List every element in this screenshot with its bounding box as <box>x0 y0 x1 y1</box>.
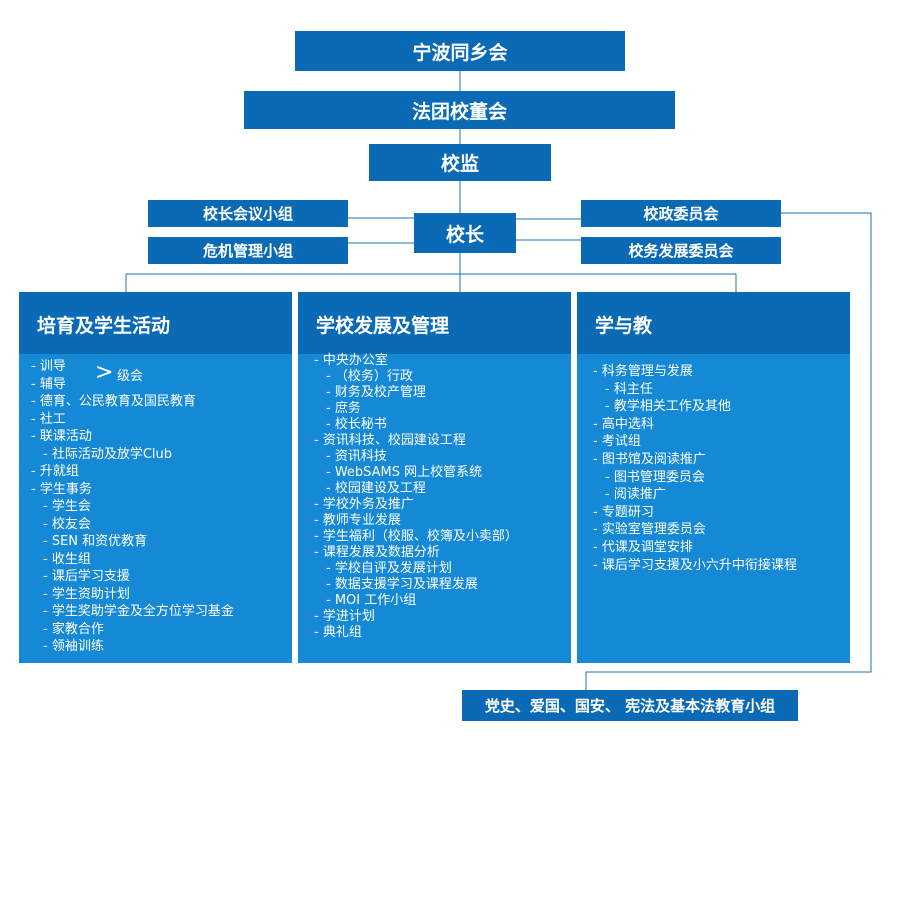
supervisor-box: 校监 <box>369 144 551 181</box>
school-development-committee-label: 校务发展委员会 <box>628 242 734 260</box>
list-item: - 考试组 <box>593 434 641 450</box>
list-item: - 教学相关工作及其他 <box>605 399 731 415</box>
list-item: - 庶务 <box>326 401 361 416</box>
brace-icon: > <box>95 360 114 385</box>
list-item: - 课后学习支援及小六升中衔接课程 <box>593 557 797 573</box>
list-item: - 中央办公室 <box>314 353 388 368</box>
principal-label: 校长 <box>445 223 484 246</box>
list-item: - 高中选科 <box>593 416 654 432</box>
principal-box: 校长 <box>414 213 516 253</box>
list-item: - 资讯科技、校园建设工程 <box>314 433 466 448</box>
list-item: - 德育、公民教育及国民教育 <box>31 394 196 409</box>
panel-title: 学校发展及管理 <box>298 292 571 354</box>
list-item: - 社工 <box>31 411 66 427</box>
list-item: - 学校自评及发展计划 <box>326 561 452 576</box>
list-item: - 训导 <box>31 359 66 374</box>
list-item: - 收生组 <box>43 551 91 567</box>
list-item: - 领袖训练 <box>43 639 104 654</box>
list-item: - 社际活动及放学Club <box>43 446 173 462</box>
school-policy-committee-label: 校政委员会 <box>643 205 719 223</box>
list-item: - WebSAMS 网上校管系统 <box>326 465 483 480</box>
patriotic-education-group-label: 党史、爱国、国安、 宪法及基本法教育小组 <box>484 697 776 715</box>
list-item: - 学校外务及推广 <box>314 497 414 512</box>
list-item: - 学生奖助学金及全方位学习基金 <box>43 604 234 619</box>
list-item: - 学生事务 <box>31 481 92 497</box>
list-item: - 联课活动 <box>31 429 92 444</box>
brace-label: 级会 <box>117 369 144 384</box>
panel-student-development: 培育及学生活动 - 训导 - 辅导 > 级会 - 德育、公民教育及国民教育 - … <box>19 292 292 663</box>
list-item: - 校长秘书 <box>326 417 387 432</box>
board-box: 法团校董会 <box>244 91 675 129</box>
list-item: - 家教合作 <box>43 621 104 637</box>
list-item: - 辅导 <box>31 376 66 392</box>
list-item: - 图书管理委员会 <box>605 469 705 485</box>
school-development-committee-box: 校务发展委员会 <box>581 237 781 264</box>
list-item: - 科务管理与发展 <box>593 364 693 379</box>
association-label: 宁波同乡会 <box>412 41 508 64</box>
list-item: - 学生资助计划 <box>43 586 130 602</box>
list-item: - 图书馆及阅读推广 <box>593 451 706 467</box>
list-item: - 教师专业发展 <box>314 513 401 528</box>
list-item: - 实验室管理委员会 <box>593 522 706 538</box>
list-item: - 财务及校产管理 <box>326 385 426 400</box>
list-item: - （校务）行政 <box>326 369 413 384</box>
panel-learning-teaching: 学与教 - 科务管理与发展 - 科主任 - 教学相关工作及其他 - 高中选科 -… <box>577 292 850 663</box>
list-item: - 专题研习 <box>593 504 654 520</box>
list-item: - 阅读推广 <box>605 487 666 503</box>
patriotic-education-group-box: 党史、爱国、国安、 宪法及基本法教育小组 <box>462 690 798 721</box>
panel-title: 培育及学生活动 <box>19 292 292 354</box>
list-item: - 校友会 <box>43 516 91 532</box>
crisis-management-box: 危机管理小组 <box>148 237 348 264</box>
list-item: - MOI 工作小组 <box>326 593 417 608</box>
list-item: - 学进计划 <box>314 609 375 624</box>
panel-school-development: 学校发展及管理 - 中央办公室 - （校务）行政 - 财务及校产管理 - 庶务 … <box>298 292 571 663</box>
principal-meeting-label: 校长会议小组 <box>202 205 293 223</box>
supervisor-label: 校监 <box>440 153 479 175</box>
list-item: - 学生福利（校服、校簿及小卖部） <box>314 529 518 544</box>
board-label: 法团校董会 <box>411 100 507 123</box>
panel-title: 学与教 <box>577 292 850 354</box>
list-item: - 代课及调堂安排 <box>593 539 693 555</box>
list-item: - SEN 和资优教育 <box>43 534 148 549</box>
school-policy-committee-box: 校政委员会 <box>581 200 781 227</box>
list-item: - 数据支援学习及课程发展 <box>326 577 478 592</box>
crisis-management-label: 危机管理小组 <box>202 242 293 260</box>
list-item: - 课程发展及数据分析 <box>314 545 440 560</box>
list-item: - 科主任 <box>605 381 653 397</box>
list-item: - 典礼组 <box>314 625 362 640</box>
list-item: - 学生会 <box>43 499 91 514</box>
list-item: - 课后学习支援 <box>43 569 130 584</box>
association-box: 宁波同乡会 <box>295 31 625 71</box>
list-item: - 升就组 <box>31 464 79 479</box>
principal-meeting-box: 校长会议小组 <box>148 200 348 227</box>
brace-group: - 训导 - 辅导 > 级会 <box>19 358 292 393</box>
list-item: - 资讯科技 <box>326 449 387 464</box>
list-item: - 校园建设及工程 <box>326 481 426 496</box>
